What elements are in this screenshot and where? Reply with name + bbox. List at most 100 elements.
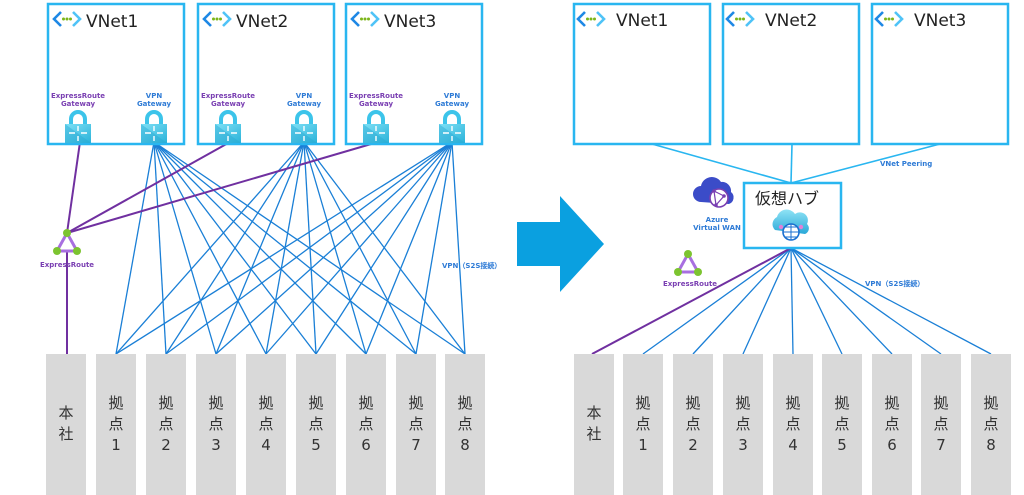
connection-lines bbox=[66, 141, 992, 355]
lock-shade bbox=[291, 124, 317, 143]
er-node bbox=[694, 268, 702, 276]
vnet-icon-left-bracket bbox=[725, 11, 735, 27]
after-site3-box bbox=[723, 354, 763, 495]
lock-shackle bbox=[69, 110, 87, 125]
vpn-s2s-line bbox=[165, 141, 305, 355]
vnet-icon-dot bbox=[62, 17, 65, 21]
before-site4-box bbox=[246, 354, 286, 495]
lock-arrows bbox=[69, 126, 87, 141]
vnet-icon-dot bbox=[742, 17, 745, 21]
vpn-s2s-label: VPN（S2S接続） bbox=[865, 279, 924, 288]
before-site5-box bbox=[296, 354, 336, 495]
vnet-icon-right-bracket bbox=[72, 11, 82, 27]
wan-node bbox=[722, 194, 726, 198]
vnet-icon bbox=[202, 11, 232, 27]
before-vnet3-title: VNet3 bbox=[384, 12, 436, 32]
vnet-icon-right-bracket bbox=[745, 11, 755, 27]
hub-node bbox=[778, 224, 784, 230]
lock-body bbox=[65, 124, 91, 143]
lock-arrows bbox=[145, 126, 163, 141]
after-site6-box bbox=[872, 354, 912, 495]
after-vnet3-box bbox=[870, 2, 1010, 146]
vnet-icon-dot bbox=[589, 17, 593, 21]
er-node bbox=[63, 229, 71, 237]
after-site5-box bbox=[822, 354, 862, 495]
vpn-s2s-line bbox=[790, 247, 893, 355]
after-site1-box bbox=[623, 354, 663, 495]
vpn-gateway-icon bbox=[291, 110, 317, 143]
er-triangle bbox=[54, 229, 80, 253]
vnet-icon bbox=[576, 11, 606, 27]
vpn-s2s-line bbox=[153, 141, 217, 355]
vpn-s2s-line bbox=[742, 247, 792, 355]
vnet-icon-dot bbox=[363, 17, 367, 21]
vnet-icon-dot bbox=[884, 17, 887, 21]
vnet-icon-dot bbox=[887, 17, 891, 21]
expressroute-line bbox=[66, 141, 379, 234]
vnet-icon-dot bbox=[65, 17, 69, 21]
vnet-icon-dot bbox=[360, 17, 363, 21]
after-vnet1-title: VNet1 bbox=[616, 11, 668, 31]
icons-layer bbox=[52, 11, 904, 276]
lock-arrows bbox=[219, 126, 237, 141]
lock-shackle bbox=[443, 110, 461, 125]
lock-shackle bbox=[367, 110, 385, 125]
vnet-icon-dot bbox=[735, 17, 738, 21]
er-triangle bbox=[675, 250, 701, 274]
expressroute-icon bbox=[53, 229, 81, 255]
after-headquarters-box bbox=[574, 354, 614, 495]
vpn-s2s-line bbox=[115, 141, 155, 355]
hub-node bbox=[798, 224, 804, 230]
lock-body bbox=[215, 124, 241, 143]
wan-node bbox=[712, 189, 716, 193]
vpn-s2s-label: VPN（S2S接続） bbox=[442, 261, 501, 270]
after-site8-box bbox=[971, 354, 1011, 495]
lock-shackle bbox=[145, 110, 163, 125]
vnet-icon bbox=[874, 11, 904, 27]
after-site7-box bbox=[921, 354, 961, 495]
lock-shade bbox=[363, 124, 389, 143]
vpn-s2s-line bbox=[642, 247, 792, 355]
vnet-icon-dot bbox=[586, 17, 589, 21]
vpn-s2s-line bbox=[790, 247, 992, 355]
after-vnet3-title: VNet3 bbox=[914, 11, 966, 31]
before-vnet2-title: VNet2 bbox=[236, 12, 288, 32]
er-node bbox=[73, 247, 81, 255]
before-site2-box bbox=[146, 354, 186, 495]
expressroute-label: ExpressRoute bbox=[40, 261, 94, 269]
vpn-gateway-icon bbox=[141, 110, 167, 143]
lock-body bbox=[439, 124, 465, 143]
vpn-gateway-icon bbox=[439, 110, 465, 143]
virtual-hub-title: 仮想ハブ bbox=[755, 189, 819, 208]
vnet-peering-line bbox=[790, 143, 793, 184]
vpn-s2s-line bbox=[790, 247, 794, 355]
transition-arrow-icon bbox=[517, 196, 604, 292]
vnet-icon bbox=[725, 11, 755, 27]
vpn-s2s-line bbox=[215, 141, 453, 355]
expressroute-icon bbox=[674, 250, 702, 276]
lock-arrows bbox=[367, 126, 385, 141]
after-vnet1-box bbox=[572, 2, 712, 146]
before-site3-box bbox=[196, 354, 236, 495]
vnet-icon-left-bracket bbox=[52, 11, 62, 27]
lock-arrows bbox=[443, 126, 461, 141]
after-headquarters-label: 本社 bbox=[586, 404, 601, 443]
hub-globe-grid bbox=[783, 224, 799, 240]
vpn-s2s-line bbox=[215, 141, 305, 355]
